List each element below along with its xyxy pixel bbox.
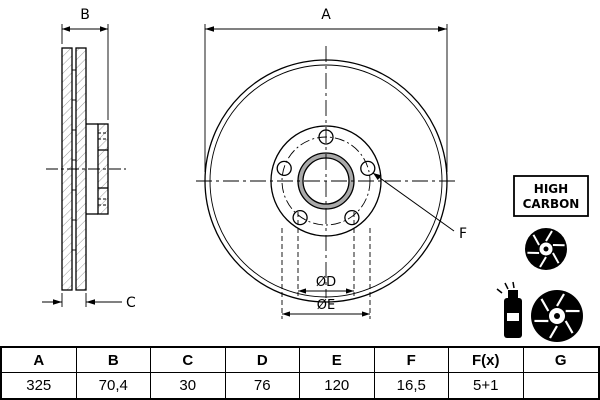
vent-vanes: [72, 69, 76, 251]
dimension-c: C: [42, 293, 136, 311]
spray-can-and-disc-icon: [496, 281, 583, 342]
header-B: B: [76, 348, 151, 373]
value-A: 325: [2, 373, 77, 398]
header-A: A: [2, 348, 77, 373]
dimension-e: ØE: [281, 228, 371, 319]
dim-label-c: C: [126, 295, 136, 311]
header-D: D: [225, 348, 300, 373]
dimension-d: ØD: [297, 212, 355, 296]
dim-label-a: A: [321, 7, 331, 23]
value-E: 120: [300, 373, 375, 398]
header-G: G: [523, 348, 598, 373]
hidden-bolt-holes: [98, 132, 108, 206]
dimension-a: A: [204, 7, 448, 172]
section-view: [46, 47, 126, 291]
badge-line1: HIGH: [534, 182, 568, 196]
value-D: 76: [226, 373, 300, 398]
high-carbon-badge: HIGH CARBON: [513, 175, 589, 217]
header-C: C: [151, 348, 226, 373]
value-Fx: 5+1: [449, 373, 524, 398]
header-Fx: F(x): [449, 348, 524, 373]
front-view: [196, 46, 456, 303]
technical-drawing: B C: [42, 7, 589, 342]
dim-label-d: ØD: [316, 275, 336, 290]
dimension-table: A B C D E F F(x) G 325 70,4 30 76 120 16…: [0, 346, 600, 400]
dimension-b: B: [61, 7, 109, 120]
brake-disc-icon: [525, 228, 567, 270]
value-B: 70,4: [77, 373, 151, 398]
spray-ticks: [496, 281, 515, 294]
dim-label-b: B: [80, 7, 90, 23]
badge-line2: CARBON: [523, 197, 580, 211]
value-F: 16,5: [375, 373, 449, 398]
dimension-f: F: [372, 172, 467, 242]
dim-label-e: ØE: [317, 298, 335, 313]
value-G: [524, 373, 599, 398]
value-C: 30: [151, 373, 226, 398]
dim-label-f: F: [459, 226, 467, 242]
spray-can-label: [507, 313, 519, 321]
coated-disc: [531, 290, 583, 342]
header-E: E: [300, 348, 375, 373]
header-F: F: [374, 348, 449, 373]
spray-can-cap: [508, 290, 518, 300]
